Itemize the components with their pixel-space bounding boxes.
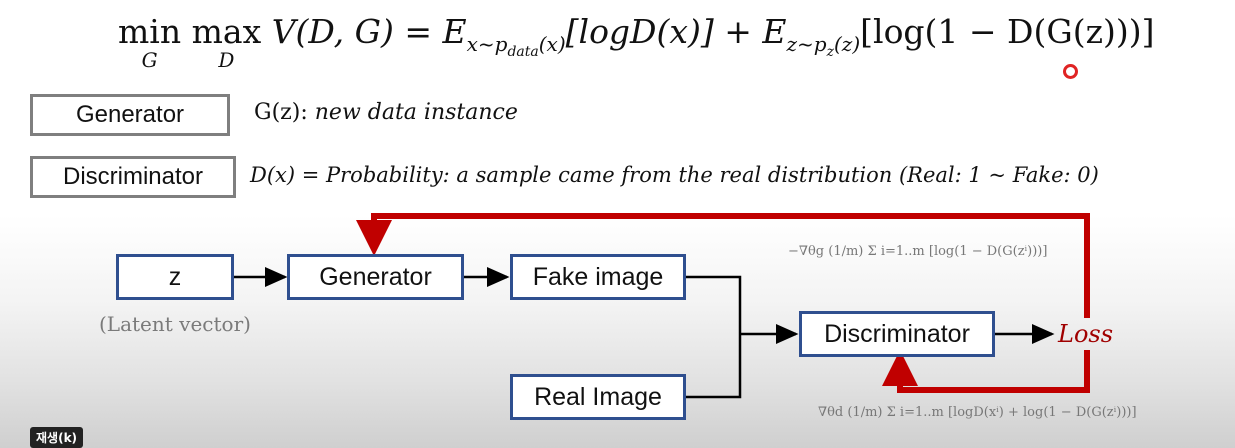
loss-label: Loss bbox=[1058, 320, 1114, 348]
discriminator-label-box: Discriminator bbox=[30, 156, 236, 198]
formula-lhs: V(D, G) = bbox=[271, 12, 443, 51]
play-shortcut-badge[interactable]: 재생(k) bbox=[30, 427, 84, 448]
formula-term-fake: [log(1 − D(G(z)))] bbox=[860, 12, 1155, 51]
fake-image-label: Fake image bbox=[532, 262, 664, 291]
generator-gradient-formula: −∇θg (1/m) Σ i=1..m [log(1 − D(G(zⁱ)))] bbox=[788, 244, 1048, 259]
discriminator-node-label: Discriminator bbox=[824, 319, 970, 348]
generator-label-text: Generator bbox=[75, 101, 185, 128]
feedback-arrow-generator bbox=[356, 213, 1090, 318]
generator-node-label: Generator bbox=[319, 262, 432, 291]
generator-definition: G(z): new data instance bbox=[254, 100, 518, 125]
generator-node: Generator bbox=[287, 254, 464, 300]
discriminator-definition: D(x) = Probability: a sample came from t… bbox=[250, 163, 1099, 187]
cursor-indicator bbox=[1063, 64, 1078, 79]
discriminator-node: Discriminator bbox=[799, 311, 995, 357]
real-image-label: Real Image bbox=[534, 382, 662, 411]
formula-term-real: [logD(x)] + bbox=[565, 12, 763, 51]
discriminator-label-text: Discriminator bbox=[62, 163, 203, 190]
fake-image-node: Fake image bbox=[510, 254, 686, 300]
generator-label-box: Generator bbox=[30, 94, 230, 136]
z-node: z bbox=[116, 254, 234, 300]
real-image-node: Real Image bbox=[510, 374, 686, 420]
connector-fake-real bbox=[686, 275, 742, 399]
z-node-label: z bbox=[168, 262, 182, 291]
feedback-arrow-discriminator bbox=[882, 350, 1090, 393]
discriminator-gradient-formula: ∇θd (1/m) Σ i=1..m [logD(xⁱ) + log(1 − D… bbox=[818, 405, 1137, 420]
latent-vector-label: (Latent vector) bbox=[99, 312, 251, 336]
